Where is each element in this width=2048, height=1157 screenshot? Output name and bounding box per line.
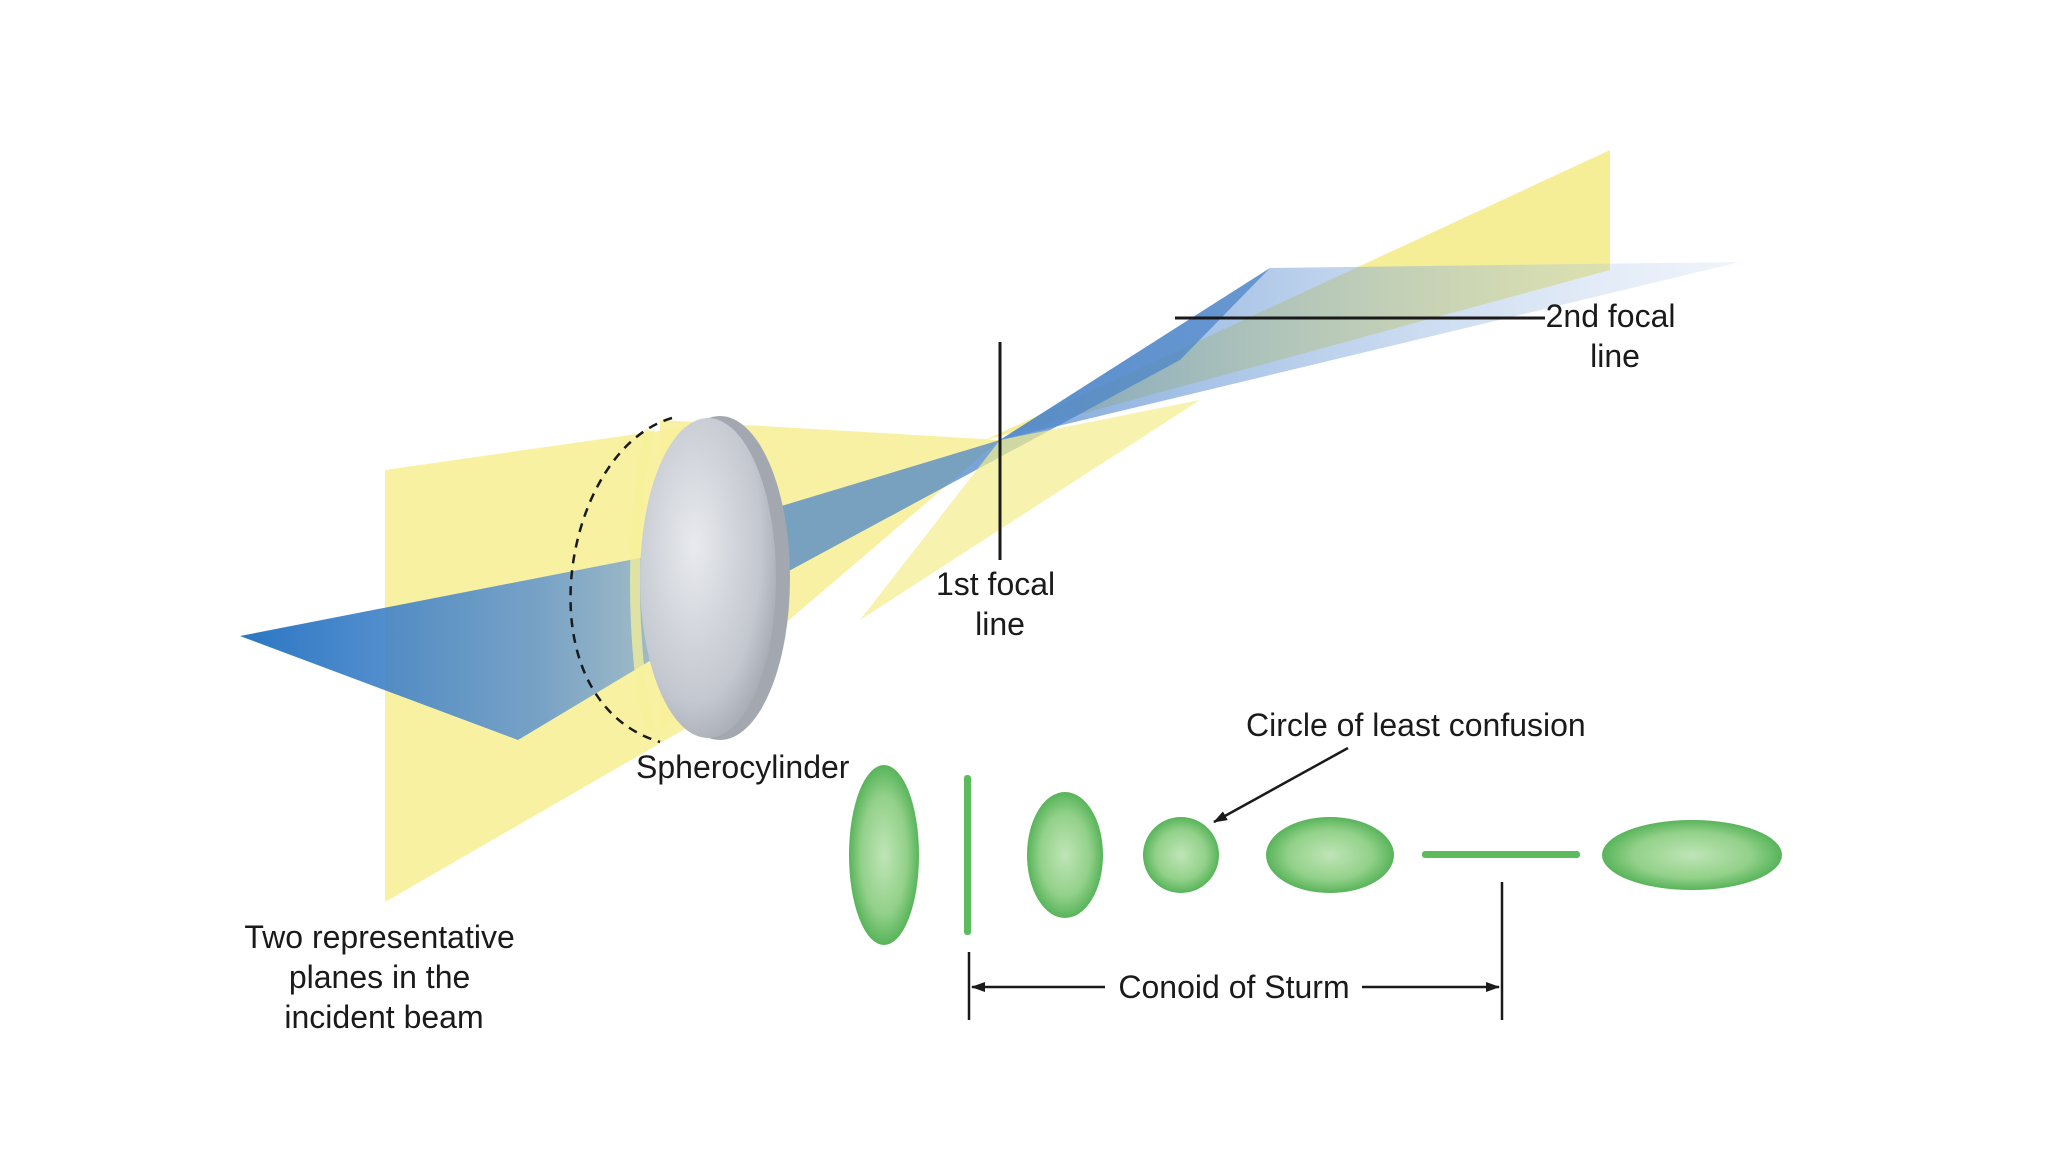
blur-horizontal-ellipse (1602, 820, 1782, 890)
conoid-of-sturm-label: Conoid of Sturm (1118, 969, 1349, 1005)
circle-of-least-confusion-label: Circle of least confusion (1246, 707, 1586, 743)
blur-vertical-ellipse (849, 765, 919, 945)
lens-back-outline (569, 416, 673, 744)
first-focal-label: 1st focal line (936, 566, 1064, 642)
blue-plane-incident (240, 556, 748, 740)
second-focal-label: 2nd focal line (1546, 298, 1685, 374)
blur-second-focal-line (1422, 851, 1580, 858)
yellow-beam-diverging (860, 400, 1200, 620)
blur-first-focal-line (964, 775, 971, 935)
blue-beam-far (1000, 262, 1740, 440)
blue-beam-near (735, 268, 1270, 600)
circle-pointer-arrow (1213, 746, 1349, 824)
spherocylinder-lens-icon (630, 416, 790, 740)
spherocylinder-label: Spherocylinder (636, 749, 850, 785)
incident-planes-label: Two representative planes in the inciden… (244, 919, 523, 1035)
blur-horizontal-oval (1266, 817, 1394, 893)
blur-vertical-oval (1027, 792, 1103, 918)
blur-circle-least-confusion (1143, 817, 1219, 893)
